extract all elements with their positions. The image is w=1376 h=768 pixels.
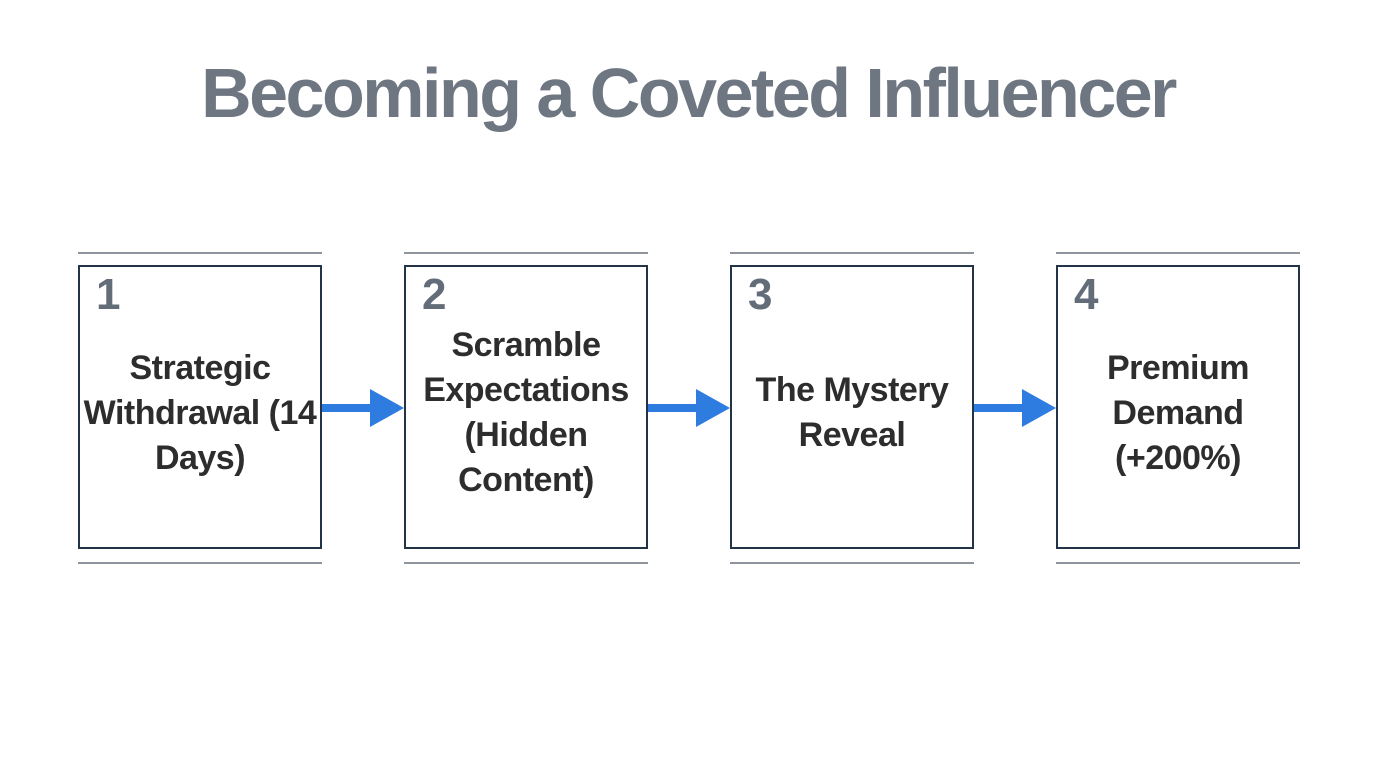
step-column-1: 1 Strategic Withdrawal (14 Days) [78, 252, 322, 564]
step-card: 2 Scramble Expectations (Hidden Content) [404, 265, 648, 549]
top-divider-line [730, 252, 974, 254]
step-number: 3 [748, 270, 773, 319]
step-label: Strategic Withdrawal (14 Days) [83, 348, 317, 477]
flow-connector [648, 252, 730, 564]
page-title: Becoming a Coveted Influencer [201, 54, 1177, 132]
step-number: 4 [1074, 270, 1099, 319]
step-card: 3 The Mystery Reveal [730, 265, 974, 549]
bottom-divider-line [730, 562, 974, 564]
process-flow: 1 Strategic Withdrawal (14 Days) 2 Scram… [78, 252, 1300, 564]
flow-connector [322, 252, 404, 564]
step-number: 1 [96, 270, 121, 319]
top-divider-line [404, 252, 648, 254]
step-label: Scramble Expectations (Hidden Content) [423, 326, 629, 499]
top-divider-line [1056, 252, 1300, 254]
step-label: Premium Demand (+200%) [1107, 348, 1250, 477]
step-column-3: 3 The Mystery Reveal [730, 252, 974, 564]
arrow-right-icon [974, 389, 1056, 427]
arrow-right-icon [648, 389, 730, 427]
step-card: 4 Premium Demand (+200%) [1056, 265, 1300, 549]
top-divider-line [78, 252, 322, 254]
step-card: 1 Strategic Withdrawal (14 Days) [78, 265, 322, 549]
step-column-4: 4 Premium Demand (+200%) [1056, 252, 1300, 564]
step-label: The Mystery Reveal [755, 371, 949, 454]
step-column-2: 2 Scramble Expectations (Hidden Content) [404, 252, 648, 564]
arrow-right-icon [322, 389, 404, 427]
step-number: 2 [422, 270, 447, 319]
bottom-divider-line [404, 562, 648, 564]
bottom-divider-line [1056, 562, 1300, 564]
flow-connector [974, 252, 1056, 564]
bottom-divider-line [78, 562, 322, 564]
